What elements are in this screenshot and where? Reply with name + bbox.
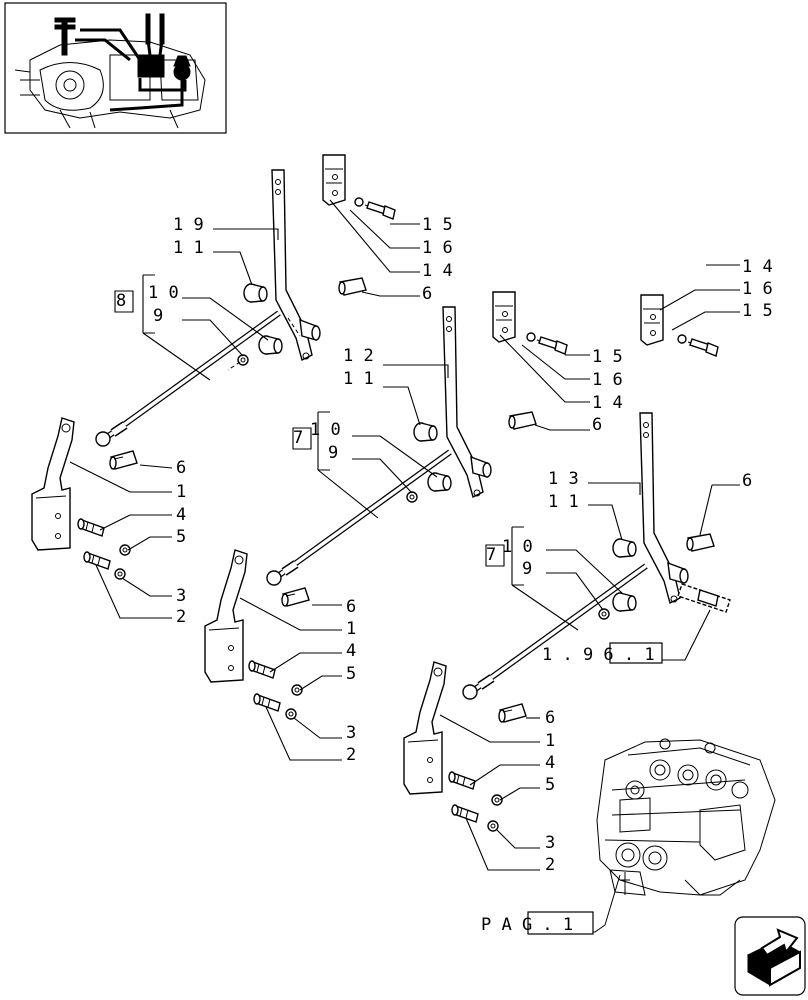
label-lever-sub: 1 1 <box>343 369 374 389</box>
label-bracket-mid: 1 6 <box>742 279 773 299</box>
label-ring-bot: 3 <box>176 586 186 606</box>
label-bracket-bot: 1 5 <box>742 301 773 321</box>
label-pin-top: 4 <box>346 641 356 661</box>
label-ring-top: 5 <box>346 664 356 684</box>
label-ring-bot: 3 <box>545 833 555 853</box>
label-group-top: 1 0 <box>502 537 533 557</box>
label-clip: 6 <box>176 458 186 478</box>
label-bracket-bot: 1 4 <box>592 393 623 413</box>
label-clip: 6 <box>545 708 555 728</box>
label-ring-top: 5 <box>176 527 186 547</box>
label-pin-bot: 2 <box>545 855 555 875</box>
label-arm: 1 <box>545 731 555 751</box>
label-arm: 1 <box>176 482 186 502</box>
label-bushing: 6 <box>422 284 432 304</box>
next-page-arrow-icon[interactable] <box>734 916 806 996</box>
label-pin-bot: 2 <box>346 745 356 765</box>
label-bushing: 6 <box>592 415 602 435</box>
assembly-a: 1 9 1 1 8 1 0 9 1 5 1 6 1 4 6 6 1 4 5 3 … <box>31 154 453 627</box>
locator-thumbnail[interactable] <box>4 2 227 134</box>
label-pin-bot: 2 <box>176 607 186 627</box>
label-bracket-mid: 1 6 <box>592 370 623 390</box>
label-group-ref: 7 <box>486 545 496 565</box>
ref-page-box[interactable] <box>609 642 663 664</box>
label-arm: 1 <box>346 619 356 639</box>
label-lever: 1 3 <box>548 469 579 489</box>
label-ring-top: 5 <box>545 775 555 795</box>
label-bracket-top: 1 4 <box>742 257 773 277</box>
label-bracket-bot: 1 4 <box>422 261 453 281</box>
pag-link[interactable]: P A G . 1 <box>481 915 573 935</box>
label-pin-top: 4 <box>545 753 555 773</box>
label-group-ref: 7 <box>293 428 303 448</box>
label-ring-bot: 3 <box>346 723 356 743</box>
label-lever-sub: 1 1 <box>173 238 204 258</box>
label-clip: 6 <box>346 597 356 617</box>
label-lever: 1 9 <box>173 215 204 235</box>
label-bracket-mid: 1 6 <box>422 238 453 258</box>
label-lever: 1 2 <box>343 346 374 366</box>
assembly-c: 1 3 1 1 7 1 0 9 1 4 1 6 1 5 6 6 1 4 5 3 … <box>403 257 773 875</box>
label-bracket-top: 1 5 <box>422 215 453 235</box>
label-pin-top: 4 <box>176 505 186 525</box>
label-group-bottom: 9 <box>328 443 338 463</box>
control-valve-block <box>527 738 776 935</box>
label-lever-sub: 1 1 <box>548 492 579 512</box>
label-group-bottom: 9 <box>153 306 163 326</box>
label-group-top: 1 0 <box>148 283 179 303</box>
label-group-ref: 8 <box>116 291 126 311</box>
label-bracket-top: 1 5 <box>592 347 623 367</box>
assembly-b: 1 2 1 1 7 1 0 9 1 5 1 6 1 4 6 6 1 4 5 3 … <box>204 291 623 765</box>
label-bushing: 6 <box>742 471 752 491</box>
ref-page-link[interactable]: 1 . 9 6 . 1 <box>542 645 655 665</box>
label-group-top: 1 0 <box>310 420 341 440</box>
valve-spool <box>677 583 731 613</box>
label-group-bottom: 9 <box>522 559 532 579</box>
